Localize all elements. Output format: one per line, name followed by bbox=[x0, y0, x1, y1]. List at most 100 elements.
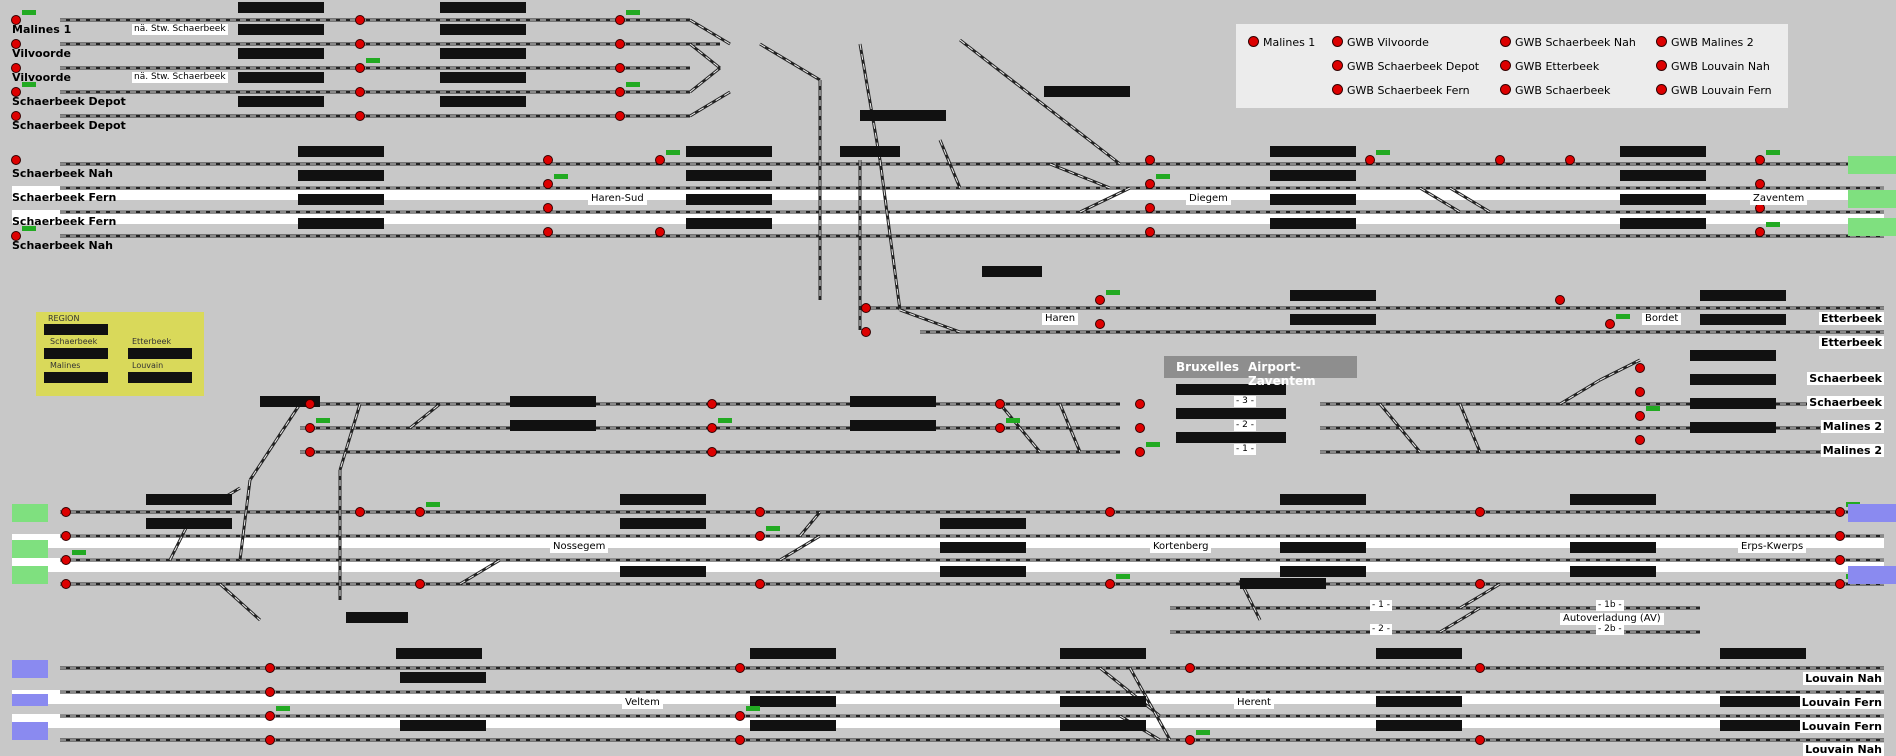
block-display bbox=[1060, 696, 1146, 707]
signal-icon bbox=[1095, 319, 1105, 329]
signal-icon bbox=[1635, 387, 1645, 397]
region-counter[interactable] bbox=[128, 348, 192, 359]
station-label: Kortenberg bbox=[1150, 541, 1212, 553]
right-line-label[interactable]: Malines 2 bbox=[1820, 420, 1884, 433]
signal-aspect-icon bbox=[1646, 406, 1660, 411]
station-label: Bordet bbox=[1642, 313, 1682, 325]
signal-icon bbox=[11, 111, 21, 121]
entry-tab-green[interactable] bbox=[1848, 218, 1896, 236]
right-line-label[interactable]: Etterbeek bbox=[1818, 336, 1884, 349]
legend-item[interactable]: GWB Schaerbeek bbox=[1500, 84, 1610, 97]
left-line-label[interactable]: Schaerbeek Nah bbox=[12, 167, 113, 180]
region-counter[interactable] bbox=[44, 348, 108, 359]
signal-aspect-icon bbox=[626, 82, 640, 87]
signal-dot-icon bbox=[1248, 36, 1259, 47]
signal-icon bbox=[415, 507, 425, 517]
track-number: - 3 - bbox=[1234, 396, 1256, 407]
signal-icon bbox=[265, 687, 275, 697]
signal-icon bbox=[265, 735, 275, 745]
right-line-label[interactable]: Louvain Nah bbox=[1803, 672, 1884, 685]
region-counter[interactable] bbox=[44, 324, 108, 335]
entry-tab-blue[interactable] bbox=[12, 660, 48, 678]
legend-item[interactable]: GWB Louvain Fern bbox=[1656, 84, 1772, 97]
right-line-label[interactable]: Malines 2 bbox=[1820, 444, 1884, 457]
left-line-label[interactable]: Schaerbeek Nah bbox=[12, 239, 113, 252]
right-line-label[interactable]: Louvain Fern bbox=[1799, 720, 1884, 733]
signal-aspect-icon bbox=[666, 150, 680, 155]
region-counter[interactable] bbox=[128, 372, 192, 383]
right-line-label[interactable]: Schaerbeek bbox=[1807, 372, 1884, 385]
signal-icon bbox=[61, 579, 71, 589]
right-line-label[interactable]: Louvain Fern bbox=[1799, 696, 1884, 709]
track-connector bbox=[858, 43, 882, 161]
signal-icon bbox=[707, 423, 717, 433]
left-line-label[interactable]: Vilvoorde bbox=[12, 71, 71, 84]
legend-item[interactable]: GWB Schaerbeek Nah bbox=[1500, 36, 1636, 49]
track-number: - 1 - bbox=[1234, 444, 1256, 455]
station-label: Veltem bbox=[622, 697, 663, 709]
signal-aspect-icon bbox=[426, 502, 440, 507]
block-display bbox=[440, 72, 526, 83]
signal-icon bbox=[1635, 411, 1645, 421]
left-line-label[interactable]: Schaerbeek Fern bbox=[12, 191, 117, 204]
signal-icon bbox=[1755, 179, 1765, 189]
left-line-label[interactable]: Schaerbeek Depot bbox=[12, 95, 126, 108]
signal-icon bbox=[995, 423, 1005, 433]
legend-item[interactable]: GWB Malines 2 bbox=[1656, 36, 1754, 49]
entry-tab-green[interactable] bbox=[12, 540, 48, 558]
legend-item[interactable]: Malines 1 bbox=[1248, 36, 1315, 49]
block-display bbox=[1280, 566, 1366, 577]
legend-item[interactable]: GWB Louvain Nah bbox=[1656, 60, 1770, 73]
legend-item[interactable]: GWB Schaerbeek Depot bbox=[1332, 60, 1479, 73]
region-panel: REGION Schaerbeek Etterbeek Malines Louv… bbox=[36, 312, 204, 396]
block-display bbox=[1570, 566, 1656, 577]
airport-banner-left: Bruxelles bbox=[1176, 360, 1239, 374]
legend-item[interactable]: GWB Etterbeek bbox=[1500, 60, 1599, 73]
block-display bbox=[750, 648, 836, 659]
left-line-label[interactable]: Schaerbeek Depot bbox=[12, 119, 126, 132]
signal-icon bbox=[655, 227, 665, 237]
left-line-label[interactable]: Schaerbeek Fern bbox=[12, 215, 117, 228]
signal-aspect-icon bbox=[1106, 290, 1120, 295]
left-line-label[interactable]: Malines 1 bbox=[12, 23, 72, 36]
track-connector-inner bbox=[1559, 379, 1601, 405]
legend-item[interactable]: GWB Schaerbeek Fern bbox=[1332, 84, 1470, 97]
block-display bbox=[840, 146, 900, 157]
right-line-label[interactable]: Etterbeek bbox=[1818, 312, 1884, 325]
signal-aspect-icon bbox=[366, 58, 380, 63]
block-display bbox=[1270, 194, 1356, 205]
right-line-label[interactable]: Schaerbeek bbox=[1807, 396, 1884, 409]
entry-tab-green[interactable] bbox=[1848, 190, 1896, 208]
track-connector-inner bbox=[899, 309, 961, 333]
region-title: REGION bbox=[48, 314, 80, 323]
signal-icon bbox=[61, 507, 71, 517]
entry-tab-green[interactable] bbox=[12, 504, 48, 522]
entry-tab-blue[interactable] bbox=[12, 694, 48, 706]
entry-tab-blue[interactable] bbox=[12, 722, 48, 740]
track-connector bbox=[1079, 186, 1131, 214]
block-display bbox=[298, 218, 384, 229]
block-display bbox=[1280, 494, 1366, 505]
entry-tab-green[interactable] bbox=[1848, 156, 1896, 174]
entry-tab-blue[interactable] bbox=[1848, 504, 1896, 522]
track-number: - 2 - bbox=[1234, 420, 1256, 431]
block-display bbox=[1060, 648, 1146, 659]
entry-tab-green[interactable] bbox=[12, 566, 48, 584]
airport-banner: Bruxelles Airport-Zaventem bbox=[1164, 356, 1357, 388]
track-connector-inner bbox=[1439, 607, 1481, 633]
track-number: - 2b - bbox=[1596, 624, 1624, 635]
left-line-label[interactable]: Vilvoorde bbox=[12, 47, 71, 60]
block-display bbox=[1720, 720, 1806, 731]
legend-item[interactable]: GWB Vilvoorde bbox=[1332, 36, 1429, 49]
track-connector-inner bbox=[1059, 403, 1081, 453]
signal-aspect-icon bbox=[1146, 442, 1160, 447]
signal-icon bbox=[1605, 319, 1615, 329]
right-line-label[interactable]: Louvain Nah bbox=[1803, 743, 1884, 756]
block-display bbox=[686, 194, 772, 205]
signal-icon bbox=[615, 39, 625, 49]
entry-tab-blue[interactable] bbox=[1848, 566, 1896, 584]
signal-dot-icon bbox=[1500, 36, 1511, 47]
block-display bbox=[1376, 720, 1462, 731]
region-counter[interactable] bbox=[44, 372, 108, 383]
